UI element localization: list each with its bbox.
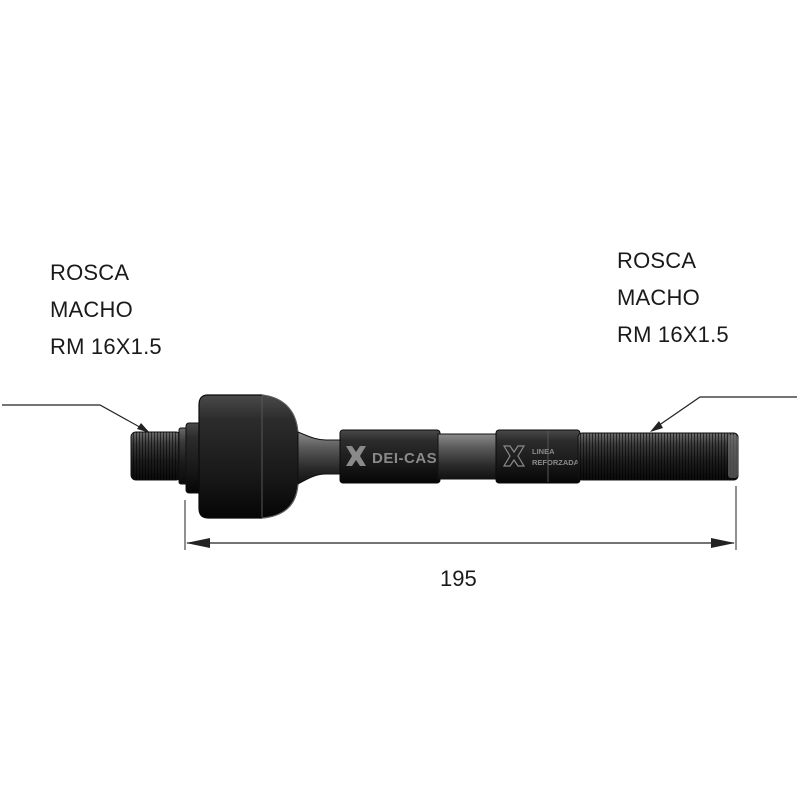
reinforced-tag-line2: REFORZADA (532, 458, 580, 467)
ball-housing (198, 394, 299, 519)
dimension-value: 195 (440, 566, 477, 591)
right-leader-line (654, 396, 797, 429)
right-leader-arrow (650, 421, 663, 432)
right-thread (577, 432, 739, 481)
dim-arrow-left (186, 538, 210, 548)
right-label-line-3: RM 16X1.5 (617, 322, 729, 347)
right-label-line-1: ROSCA (617, 248, 697, 273)
left-label-line-2: MACHO (50, 297, 133, 322)
left-thread-label: ROSCA MACHO RM 16X1.5 (50, 254, 162, 365)
left-label-line-1: ROSCA (50, 260, 130, 285)
main-shaft (339, 429, 581, 484)
dimension-195 (184, 486, 737, 550)
ball-neck (297, 431, 345, 485)
left-label-line-3: RM 16X1.5 (50, 334, 162, 359)
left-leader-arrow (137, 423, 150, 433)
left-thread (130, 431, 182, 481)
right-label-line-2: MACHO (617, 285, 700, 310)
dim-arrow-right (711, 538, 735, 548)
reinforced-tag: LINEA REFORZADA (502, 445, 580, 467)
brand-x-icon (346, 446, 366, 466)
left-collar (178, 422, 203, 494)
right-thread-label: ROSCA MACHO RM 16X1.5 (617, 242, 729, 353)
brand-logo: DEI-CAS (346, 446, 437, 467)
reinforced-x-icon (502, 445, 526, 467)
reinforced-tag-line1: LINEA (532, 447, 555, 456)
brand-logo-text: DEI-CAS (372, 450, 437, 467)
left-leader-line (2, 404, 146, 431)
